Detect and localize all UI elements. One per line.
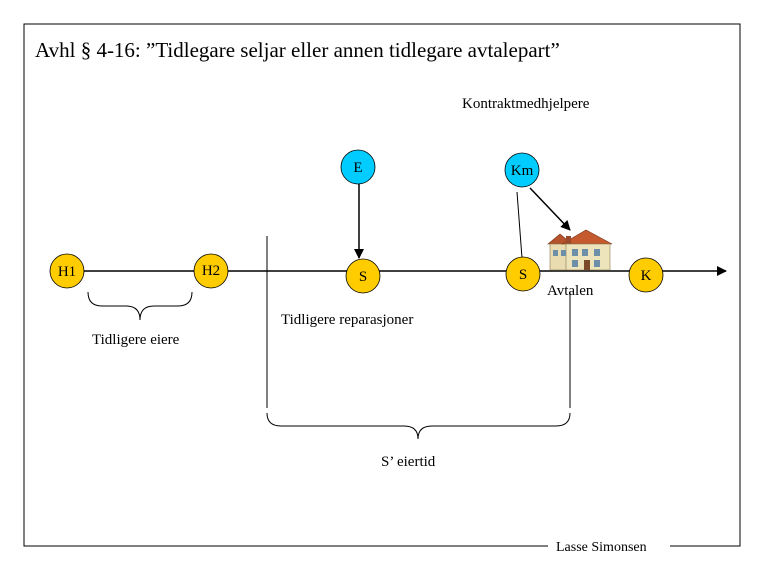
node-h2-label: H2 (202, 263, 220, 279)
node-e-label: E (353, 160, 362, 176)
previous-owners-brace (87, 291, 193, 321)
previous-repairs-label: Tidligere reparasjoner (281, 312, 413, 328)
seller-ownership-brace (266, 412, 571, 440)
author-label: Lasse Simonsen (556, 540, 647, 555)
node-s-repair-label: S (359, 269, 367, 285)
author-label-background (548, 538, 670, 554)
node-km: Km (504, 152, 540, 188)
node-s-agreement: S (505, 256, 541, 292)
km-to-house-arrow (529, 187, 571, 231)
agreement-label: Avtalen (547, 283, 594, 299)
slide-title: Avhl § 4-16: ”Tidlegare seljar eller ann… (35, 38, 560, 62)
previous-owners-label: Tidligere eiere (92, 332, 180, 348)
node-e: E (340, 149, 376, 185)
node-k-label: K (641, 268, 652, 284)
slide-frame (23, 23, 741, 547)
seller-ownership-label: S’ eiertid (381, 454, 436, 470)
node-h1: H1 (49, 253, 85, 289)
contract-helpers-label: Kontraktmedhjelpere (462, 96, 590, 112)
km-to-s-line (516, 191, 523, 259)
node-s-repair: S (345, 258, 381, 294)
house-icon (547, 229, 613, 271)
node-h2: H2 (193, 253, 229, 289)
node-s-agreement-label: S (519, 267, 527, 283)
node-km-label: Km (511, 163, 534, 179)
node-h1-label: H1 (58, 264, 76, 280)
node-k: K (628, 257, 664, 293)
